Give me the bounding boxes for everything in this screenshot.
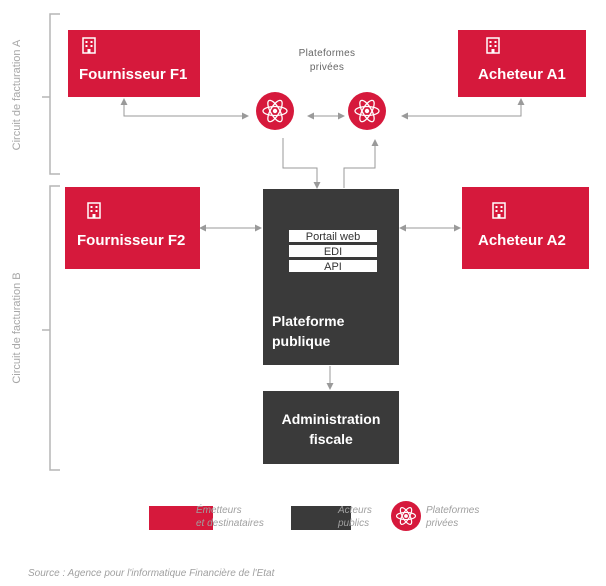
public-platform-label: Plateforme publique	[272, 313, 345, 349]
legend-issuers-label: Émetteurs et destinataires	[196, 505, 264, 529]
channel-edi: EDI	[288, 244, 378, 258]
node-buyer-a2: Acheteur A2	[462, 187, 589, 269]
atom-icon	[348, 92, 386, 130]
node-supplier-f2: Fournisseur F2	[65, 187, 200, 269]
circuit-a-label: Circuit de facturation A	[11, 39, 23, 151]
connector-platform1-public	[282, 138, 321, 189]
buyer-a1-label: Acheteur A1	[478, 66, 566, 83]
supplier-f1-label: Fournisseur F1	[79, 66, 188, 83]
building-icon	[492, 202, 506, 219]
node-tax-admin: Administration fiscale	[263, 391, 399, 464]
legend-public-actors-label: Acteurs publics	[338, 505, 372, 529]
private-platforms-label: Plateformes privées	[298, 48, 356, 73]
connector-f1-platform1	[120, 98, 249, 120]
channel-api: API	[288, 259, 378, 273]
node-supplier-f1: Fournisseur F1	[68, 30, 200, 97]
building-icon	[87, 202, 101, 219]
node-buyer-a1: Acheteur A1	[458, 30, 586, 97]
legend-swatch-issuers	[149, 506, 213, 530]
buyer-a2-label: Acheteur A2	[478, 232, 566, 249]
circuit-b-label: Circuit de facturation B	[11, 272, 23, 384]
bracket-circuit-b	[42, 185, 60, 471]
channel-web-portal: Portail web	[288, 229, 378, 243]
tax-admin-label: Administration fiscale	[281, 411, 381, 447]
connector-platform2-a1	[401, 98, 525, 120]
source-note: Source : Agence pour l'informatique Fina…	[28, 568, 275, 579]
connector-public-platform2	[343, 139, 379, 188]
building-icon	[82, 37, 96, 54]
atom-icon	[391, 501, 421, 531]
building-icon	[486, 37, 500, 54]
bracket-circuit-a	[42, 13, 60, 175]
atom-icon	[256, 92, 294, 130]
supplier-f2-label: Fournisseur F2	[77, 232, 186, 249]
legend-private-platforms-label: Plateformes privées	[426, 505, 480, 529]
node-public-platform	[263, 189, 399, 365]
legend-swatch-public-actors	[291, 506, 351, 530]
